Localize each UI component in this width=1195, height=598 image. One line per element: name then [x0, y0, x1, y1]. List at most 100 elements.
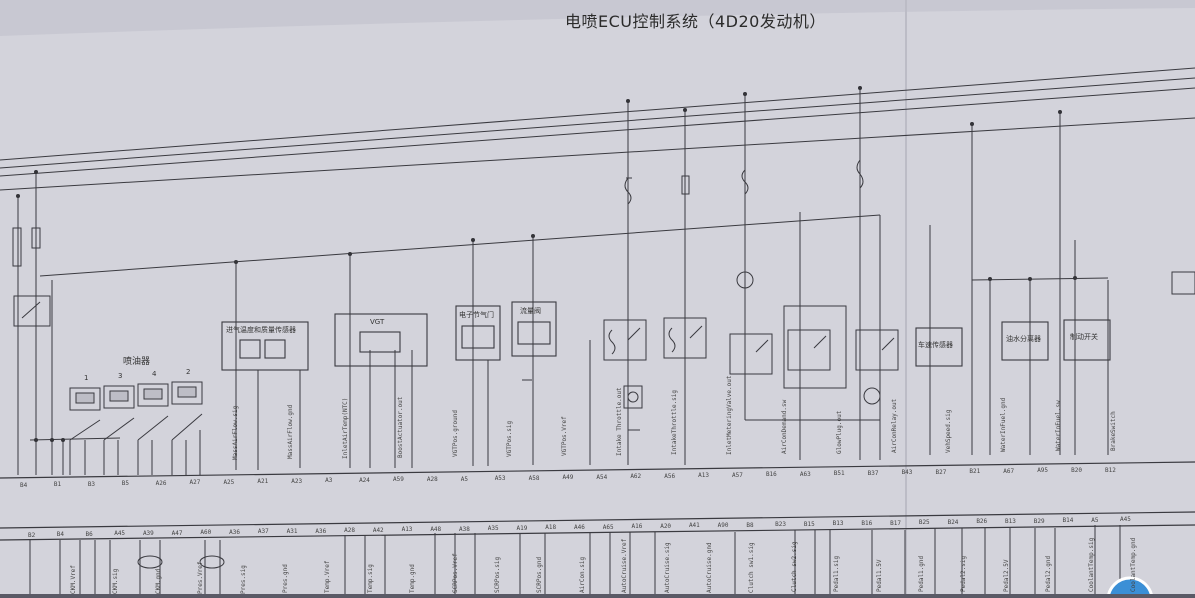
- signal-label: Clutch sw2.sig: [790, 541, 798, 593]
- signal-label: SCRPos.Vref: [451, 553, 459, 594]
- signal-label: CKM.Vref: [70, 564, 77, 594]
- ecu-pin-label: A5: [1091, 516, 1099, 524]
- signal-label: BrakeSwitch: [1110, 411, 1117, 451]
- ecu-pin-label: A13: [401, 526, 413, 534]
- ecu-pin-label: B23: [775, 521, 786, 529]
- ecu-pin-label: A95: [1037, 467, 1049, 475]
- signal-label: AutoCruise.gnd: [706, 542, 713, 593]
- signal-label: CKM.gnd: [154, 568, 162, 594]
- maf-sensor-label: 进气温度和质量传感器: [226, 326, 296, 334]
- speed-sensor-label: 车速传感器: [918, 341, 953, 349]
- speed-sensor-box: [915, 327, 963, 367]
- ecu-pin-label: A5: [460, 475, 469, 483]
- signal-label: Pedal1.sig: [833, 556, 841, 593]
- ecu-pin-label: B51: [833, 470, 845, 478]
- signal-label: Pedal2.5V: [1002, 559, 1010, 592]
- signal-label: VGTPos.sig: [506, 420, 514, 457]
- signal-label: AutoCruise.Vref: [621, 538, 629, 593]
- ecu-pin-label: B1: [53, 481, 62, 489]
- ecu-pin-label: A47: [171, 529, 183, 537]
- ecu-pin-label: A39: [142, 529, 154, 537]
- ecu-pin-label: B24: [947, 518, 959, 526]
- ecu-pin-label: B29: [1033, 517, 1045, 525]
- signal-label: SCRPos.gnd: [536, 556, 544, 593]
- injector-group: [69, 381, 203, 475]
- ecu-pin-label: B6: [85, 530, 93, 538]
- signal-label: VGTPos.ground: [451, 410, 459, 458]
- signal-label: VehSpeed.sig: [945, 409, 953, 453]
- ecu-pin-label: A28: [344, 527, 355, 535]
- ecu-pin-label: A16: [631, 523, 643, 531]
- signal-label: Temp.Vref: [324, 560, 332, 594]
- ecu-pin-label: A56: [664, 472, 676, 480]
- ecu-pin-label: B27: [935, 468, 947, 476]
- ecu-pin-label: A19: [516, 524, 528, 532]
- signal-label: BoostActuator.out: [396, 396, 404, 459]
- ecu-pin-label: A23: [291, 477, 303, 485]
- ecu-pin-label: B13: [1005, 517, 1016, 525]
- signal-label: Pedal1.5V: [875, 559, 883, 593]
- ecu-pin-label: B25: [918, 519, 930, 527]
- ecu-pin-label: A18: [545, 524, 557, 532]
- diagram-title: 电喷ECU控制系统（4D20发动机）: [565, 12, 826, 31]
- signal-label: CKM.sig: [112, 568, 120, 594]
- vgt-box: [334, 313, 428, 367]
- signal-label: WaterInFuel.gnd: [1000, 397, 1008, 452]
- injector-number-2: 2: [186, 368, 191, 376]
- ecu-pin-label: B4: [56, 531, 64, 539]
- signal-label: AirCon.sig: [578, 556, 586, 593]
- signal-label: Intake Throttle.out: [616, 387, 624, 456]
- signal-label: WaterInFuel.sw: [1055, 400, 1063, 452]
- brake-switch-box: [1063, 319, 1111, 361]
- ecu-pin-label: B5: [121, 480, 129, 488]
- ecu-pin-label: A41: [688, 522, 700, 530]
- ecu-pin-label: A46: [574, 523, 585, 531]
- signal-label: AutoCruise.sig: [663, 542, 671, 593]
- ecu-pin-label: B14: [1062, 517, 1074, 525]
- ecu-pin-label: B21: [969, 468, 981, 476]
- injector-number-4: 4: [152, 370, 157, 378]
- ecu-pin-label: A42: [372, 526, 384, 534]
- flow-valve-label: 流量阀: [520, 307, 541, 315]
- ecu-pin-label: A90: [717, 521, 729, 529]
- ecu-pin-label: A35: [487, 525, 499, 533]
- signal-label: IntakeThrottle.sig: [671, 390, 678, 456]
- ecu-pin-label: A24: [359, 476, 370, 484]
- injector-label: 喷油器: [123, 357, 151, 367]
- ecu-pin-label: A60: [200, 529, 212, 537]
- signal-label: VGTPos.Vref: [561, 416, 569, 457]
- signal-label: GlowPlug.out: [835, 410, 843, 454]
- signal-label: AirConDemand.sw: [780, 400, 788, 455]
- ecu-pin-label: A48: [430, 525, 442, 533]
- ecu-pin-label: A31: [286, 527, 298, 535]
- overlay-button[interactable]: [1106, 576, 1154, 598]
- signal-label: InletAirTemp(NTC): [341, 397, 349, 459]
- ecu-pin-label: B8: [746, 521, 754, 529]
- signal-label: Temp.gnd: [409, 564, 417, 594]
- ecu-connector-bars: [0, 461, 1195, 541]
- ecu-pin-label: B26: [976, 518, 988, 526]
- ecu-pin-label: A28: [426, 476, 438, 484]
- ecu-pin-label: A27: [189, 479, 201, 487]
- ecu-pin-label: A36: [315, 527, 327, 535]
- ecu-pin-label: B37: [867, 469, 879, 477]
- water-separator-box: [1001, 321, 1049, 361]
- maf-sensor-box: [221, 321, 309, 371]
- signal-label: SCRPos.sig: [494, 556, 501, 593]
- signal-label: InletMeteringValve.out: [725, 375, 733, 455]
- water-separator-label: 油水分离器: [1006, 335, 1041, 343]
- ecu-pin-label: A25: [223, 478, 235, 486]
- ecu-pin-label: A36: [229, 528, 240, 536]
- injector-number-1: 1: [84, 374, 89, 382]
- ecu-pin-label: A67: [1003, 467, 1015, 475]
- signal-label: Temp.sig: [366, 564, 374, 594]
- ecu-pin-label: B17: [890, 519, 901, 527]
- signal-label: Pres.Vref: [197, 561, 205, 594]
- flow-valve-box: [511, 301, 557, 357]
- ecu-pin-label: A54: [596, 473, 608, 481]
- ecu-pin-label: A21: [257, 478, 269, 486]
- power-rails: [0, 67, 1195, 191]
- ecu-pin-label: A37: [257, 528, 269, 536]
